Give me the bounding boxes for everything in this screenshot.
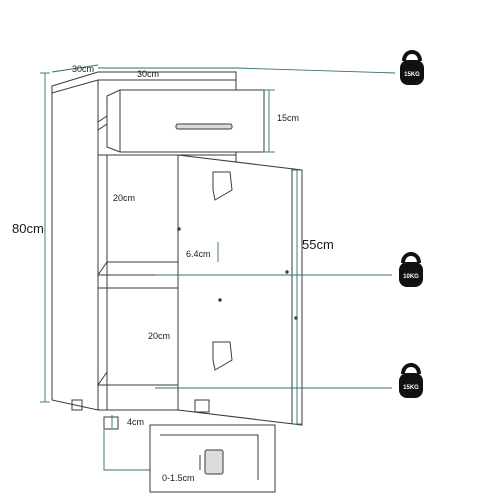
left-side-panel: [51, 80, 99, 411]
door-height-label: 55cm: [302, 237, 334, 252]
leg-height-label: 4cm: [127, 417, 145, 427]
hinge-bottom: [212, 341, 233, 371]
open-door: [177, 154, 303, 426]
hinge-top: [212, 171, 233, 201]
drawer: [106, 89, 265, 153]
kettlebell-icon: 15KG: [396, 47, 428, 89]
adjust-step-label: 6.4cm: [186, 249, 211, 259]
depth-label: 30cm: [72, 64, 95, 74]
adjustable-foot-icon: [204, 449, 224, 475]
weight-bottom-label: 15KG: [403, 385, 419, 391]
kettlebell-icon: 10KG: [395, 249, 427, 291]
drawer-height-label: 15cm: [277, 113, 300, 123]
bottom-shelf: [97, 371, 178, 386]
width-label: 30cm: [137, 69, 160, 79]
kettlebell-icon: 15KG: [395, 360, 427, 402]
drawer-handle-icon: [175, 123, 233, 130]
leg-adjust-label: 0-1.5cm: [162, 473, 195, 483]
foot-left: [71, 399, 83, 411]
weight-top-label: 15KG: [404, 72, 420, 78]
total-height-label: 80cm: [12, 221, 44, 236]
foot-detail-box: [149, 424, 276, 493]
foot-right: [194, 399, 210, 413]
weight-middle-label: 10KG: [403, 274, 419, 280]
foot-front: [103, 416, 119, 430]
upper-shelf-height-label: 20cm: [113, 193, 136, 203]
lower-shelf-height-label: 20cm: [148, 331, 171, 341]
